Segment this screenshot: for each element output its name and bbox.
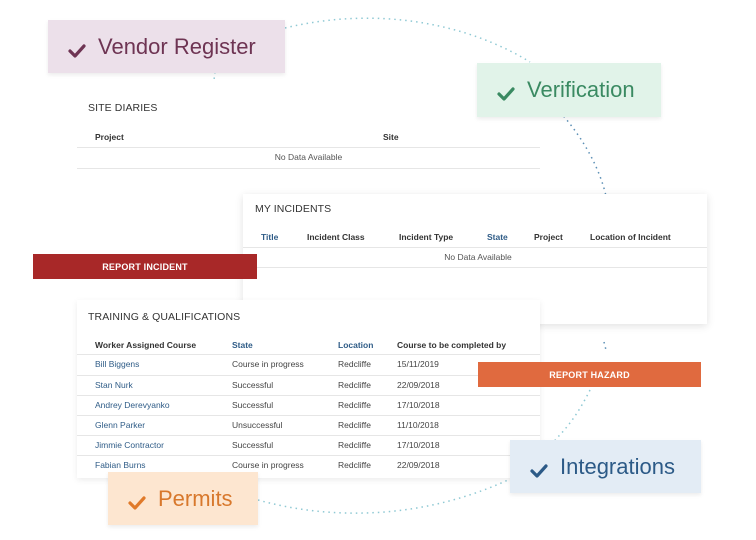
divider bbox=[77, 147, 540, 148]
worker-name-link[interactable]: Fabian Burns bbox=[95, 460, 146, 470]
checkmark-icon bbox=[497, 82, 515, 101]
table-row[interactable]: Bill Biggens Course in progress Redcliff… bbox=[77, 355, 540, 376]
column-header-location[interactable]: Location of Incident bbox=[590, 232, 671, 242]
date-cell: 22/09/2018 bbox=[397, 380, 440, 390]
divider bbox=[243, 267, 707, 268]
worker-name-link[interactable]: Andrey Derevyanko bbox=[95, 400, 170, 410]
checkmark-icon bbox=[530, 459, 548, 478]
column-header-worker[interactable]: Worker Assigned Course bbox=[95, 340, 197, 350]
vendor-register-tag: Vendor Register bbox=[48, 20, 285, 73]
location-cell: Redcliffe bbox=[338, 359, 371, 369]
training-qualifications-panel: TRAINING & QUALIFICATIONS Worker Assigne… bbox=[77, 300, 540, 478]
tag-label: Vendor Register bbox=[98, 33, 256, 59]
column-header-site[interactable]: Site bbox=[383, 132, 399, 142]
state-cell: Successful bbox=[232, 400, 274, 410]
column-header-project[interactable]: Project bbox=[534, 232, 563, 242]
column-header-project[interactable]: Project bbox=[95, 132, 124, 142]
checkmark-icon bbox=[68, 39, 86, 58]
column-header-incident-class[interactable]: Incident Class bbox=[307, 232, 365, 242]
table-row[interactable]: Fabian Burns Course in progress Redcliff… bbox=[77, 455, 540, 475]
report-hazard-button[interactable]: REPORT HAZARD bbox=[478, 362, 701, 387]
report-incident-button[interactable]: REPORT INCIDENT bbox=[33, 254, 257, 279]
panel-title: TRAINING & QUALIFICATIONS bbox=[88, 311, 241, 323]
panel-title: MY INCIDENTS bbox=[255, 203, 332, 215]
worker-name-link[interactable]: Stan Nurk bbox=[95, 380, 133, 390]
date-cell: 11/10/2018 bbox=[397, 420, 439, 430]
state-cell: Course in progress bbox=[232, 460, 304, 470]
table-row[interactable]: Glenn Parker Unsuccessful Redcliffe 11/1… bbox=[77, 415, 540, 436]
state-cell: Successful bbox=[232, 440, 274, 450]
state-cell: Unsuccessful bbox=[232, 420, 283, 430]
table-row[interactable]: Stan Nurk Successful Redcliffe 22/09/201… bbox=[77, 375, 540, 396]
column-header-state[interactable]: State bbox=[487, 232, 508, 242]
date-cell: 17/10/2018 bbox=[397, 400, 440, 410]
state-cell: Course in progress bbox=[232, 359, 304, 369]
column-header-location[interactable]: Location bbox=[338, 340, 374, 350]
column-header-course-date[interactable]: Course to be completed by bbox=[397, 340, 507, 350]
divider bbox=[77, 354, 540, 355]
column-header-title[interactable]: Title bbox=[261, 232, 279, 242]
location-cell: Redcliffe bbox=[338, 460, 371, 470]
verification-tag: Verification bbox=[477, 63, 661, 117]
worker-name-link[interactable]: Glenn Parker bbox=[95, 420, 146, 430]
panel-title: SITE DIARIES bbox=[88, 102, 158, 114]
tag-label: Verification bbox=[527, 77, 635, 102]
site-diaries-panel: SITE DIARIES Project Site No Data Availa… bbox=[77, 88, 540, 193]
tag-label: Permits bbox=[158, 485, 233, 511]
divider bbox=[77, 168, 540, 169]
permits-tag: Permits bbox=[108, 472, 258, 525]
location-cell: Redcliffe bbox=[338, 420, 371, 430]
location-cell: Redcliffe bbox=[338, 380, 371, 390]
table-row[interactable]: Andrey Derevyanko Successful Redcliffe 1… bbox=[77, 395, 540, 416]
location-cell: Redcliffe bbox=[338, 400, 371, 410]
divider bbox=[243, 247, 707, 248]
state-cell: Successful bbox=[232, 380, 274, 390]
checkmark-icon bbox=[128, 491, 146, 510]
worker-name-link[interactable]: Jimmie Contractor bbox=[95, 440, 164, 450]
tag-label: Integrations bbox=[560, 453, 675, 479]
date-cell: 22/09/2018 bbox=[397, 460, 440, 470]
table-row[interactable]: Jimmie Contractor Successful Redcliffe 1… bbox=[77, 435, 540, 456]
integrations-tag: Integrations bbox=[510, 440, 701, 493]
column-header-incident-type[interactable]: Incident Type bbox=[399, 232, 454, 242]
date-cell: 15/11/2019 bbox=[397, 359, 439, 369]
date-cell: 17/10/2018 bbox=[397, 440, 440, 450]
column-header-state[interactable]: State bbox=[232, 340, 253, 350]
empty-state-text: No Data Available bbox=[274, 152, 343, 162]
location-cell: Redcliffe bbox=[338, 440, 371, 450]
worker-name-link[interactable]: Bill Biggens bbox=[95, 359, 140, 369]
empty-state-text: No Data Available bbox=[444, 252, 512, 262]
